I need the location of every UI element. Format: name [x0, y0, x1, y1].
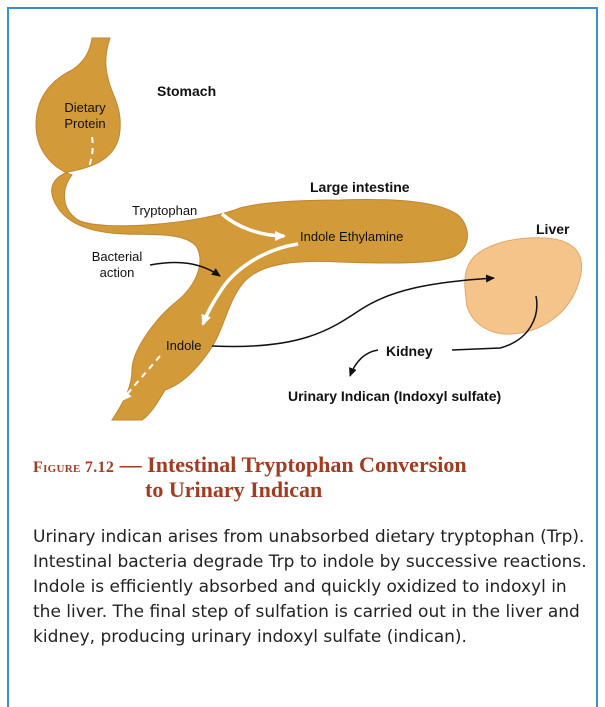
kidney-label: Kidney — [386, 343, 433, 359]
dietary-protein-label-line1: Dietary — [64, 100, 106, 115]
arrow-indole-to-liver — [212, 278, 494, 347]
title-separator: — — [114, 452, 147, 477]
liver-shape — [465, 238, 582, 334]
indole-ethylamine-label: Indole Ethylamine — [300, 229, 403, 244]
figure-title-line-2: to Urinary Indican — [33, 477, 573, 503]
indole-label: Indole — [166, 338, 201, 353]
liver-label: Liver — [536, 221, 570, 237]
arrow-kidney-to-urinary-indican — [350, 350, 378, 376]
dietary-protein-label-line2: Protein — [64, 116, 105, 131]
tryptophan-pathway-diagram: Stomach Large intestine Liver Kidney Uri… — [0, 0, 605, 430]
bacterial-action-label-line1: Bacterial — [92, 249, 143, 264]
figure-caption: Figure 7.12 — Intestinal Tryptophan Conv… — [33, 452, 573, 503]
bacterial-action-label-line2: action — [100, 265, 135, 280]
urinary-indican-label: Urinary Indican (Indoxyl sulfate) — [288, 388, 501, 404]
figure-number: Figure 7.12 — [33, 459, 114, 476]
stomach-label: Stomach — [157, 83, 216, 99]
figure-description: Urinary indican arises from unabsorbed d… — [33, 525, 593, 650]
figure-title-line-1: Intestinal Tryptophan Conversion — [147, 452, 466, 477]
tryptophan-label: Tryptophan — [132, 203, 197, 218]
figure-title: Figure 7.12 — Intestinal Tryptophan Conv… — [33, 452, 573, 503]
large-intestine-label: Large intestine — [310, 179, 410, 195]
